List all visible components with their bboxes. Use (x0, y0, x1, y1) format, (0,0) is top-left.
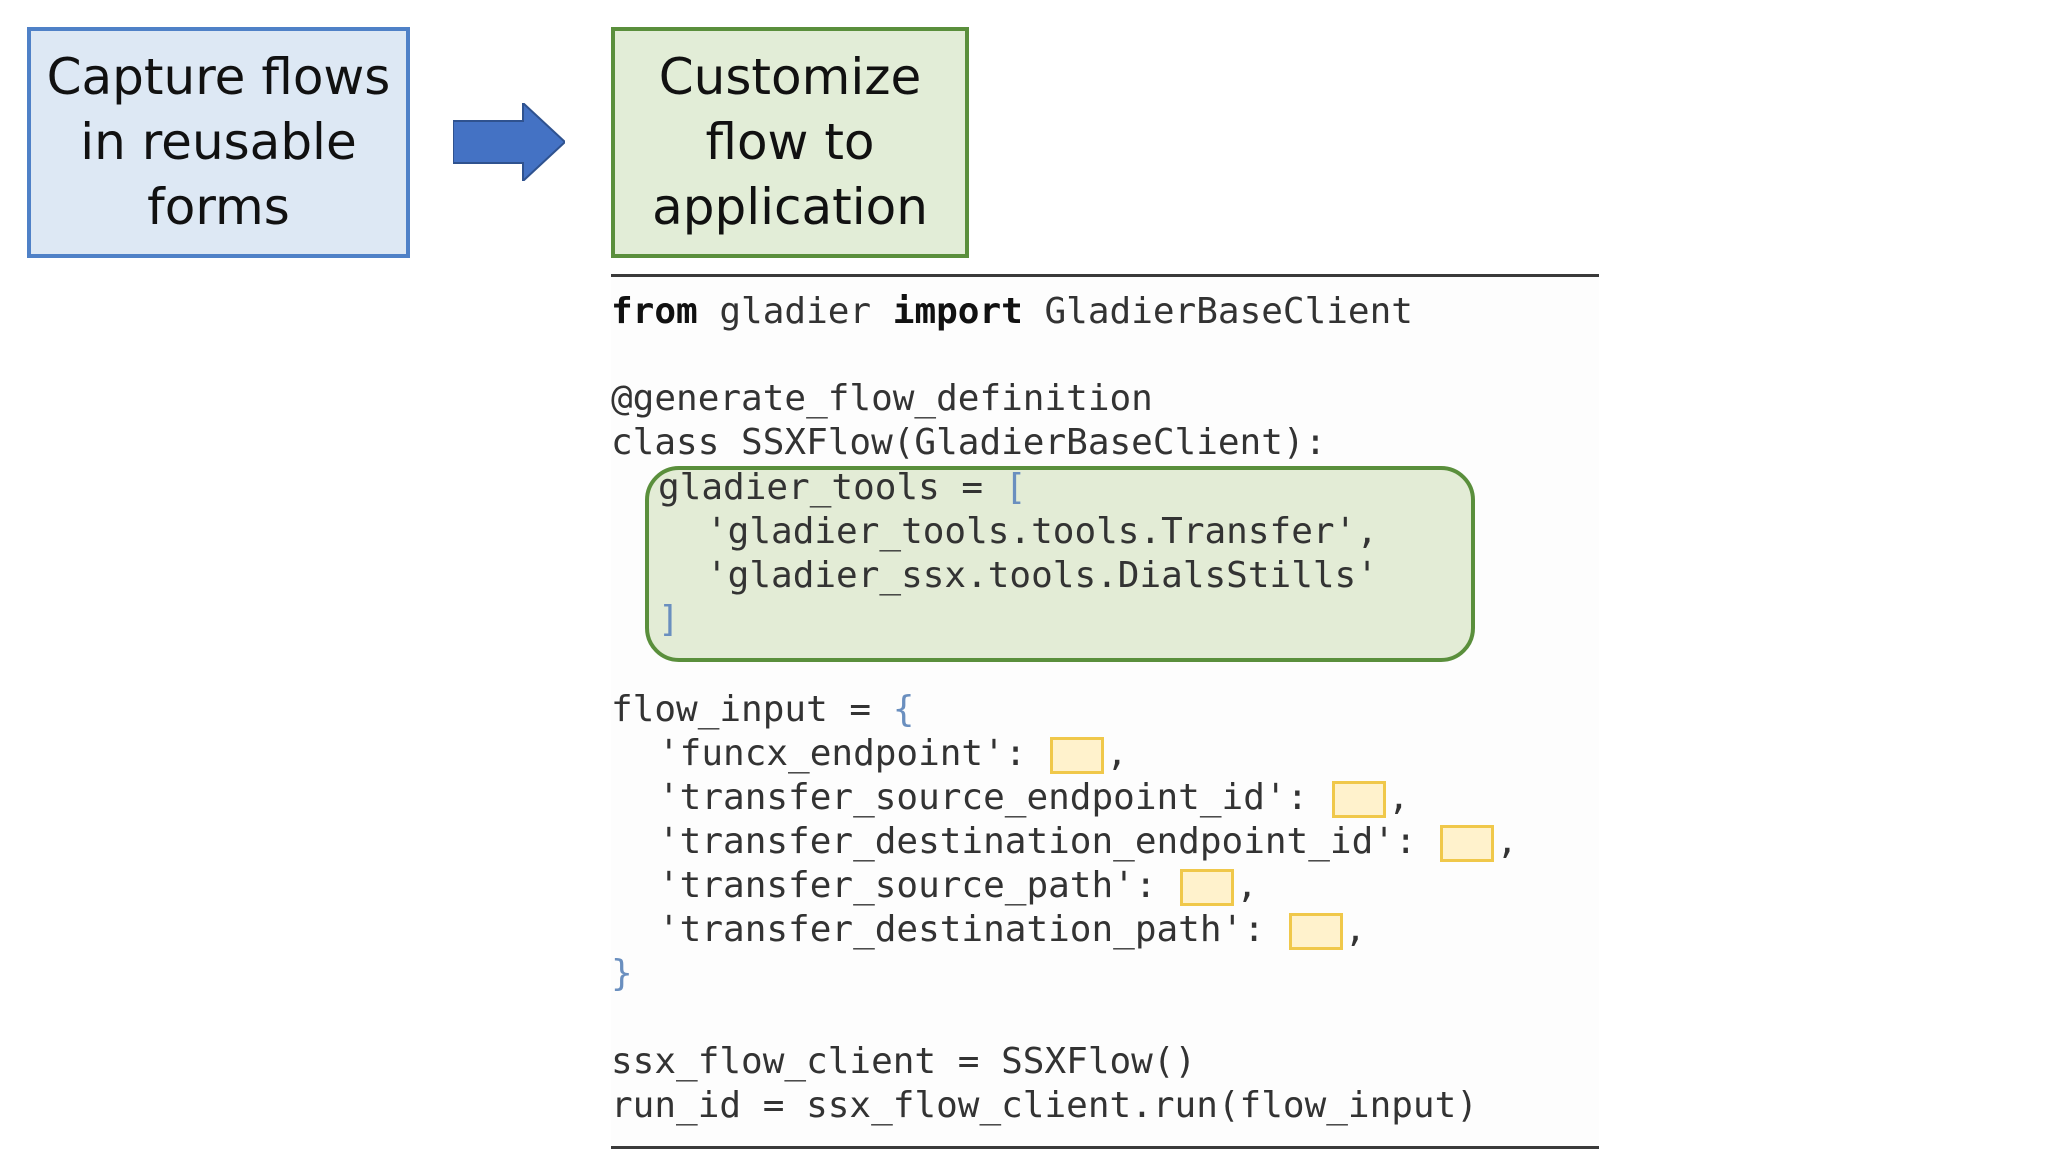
code-line-tool-transfer: 'gladier_tools.tools.Transfer', (706, 511, 1378, 552)
placeholder-funcx-endpoint[interactable] (1050, 737, 1105, 774)
code-line-run: run_id = ssx_flow_client.run(flow_input) (611, 1085, 1478, 1126)
code-line-decorator: @generate_flow_definition (611, 378, 1153, 419)
code-line-source-path: 'transfer_source_path': , (658, 865, 1258, 906)
placeholder-source-path[interactable] (1180, 869, 1235, 906)
code-line-import: from gladier import GladierBaseClient (611, 291, 1413, 332)
code-line-destination-path: 'transfer_destination_path': , (658, 909, 1367, 950)
placeholder-destination-endpoint[interactable] (1440, 825, 1495, 862)
code-line-flow-input: flow_input = { (611, 689, 915, 730)
code-line-funcx-endpoint: 'funcx_endpoint': , (658, 733, 1128, 774)
right-arrow-icon (453, 103, 565, 181)
code-line-destination-endpoint: 'transfer_destination_endpoint_id': , (658, 821, 1518, 862)
code-line-class: class SSXFlow(GladierBaseClient): (611, 422, 1327, 463)
code-line-tools-open: gladier_tools = [ (658, 467, 1027, 508)
placeholder-destination-path[interactable] (1288, 913, 1343, 950)
placeholder-source-endpoint[interactable] (1331, 781, 1386, 818)
gladier-tools-highlight (645, 466, 1475, 662)
code-line-tools-close: ] (658, 599, 680, 640)
code-bottom-rule (611, 1146, 1599, 1149)
code-panel (611, 277, 1599, 1149)
code-line-source-endpoint: 'transfer_source_endpoint_id': , (658, 777, 1410, 818)
customize-flow-box: Customize flow to application (611, 27, 969, 258)
capture-flows-box: Capture flows in reusable forms (27, 27, 410, 258)
code-line-tool-dials: 'gladier_ssx.tools.DialsStills' (706, 555, 1378, 596)
code-line-client: ssx_flow_client = SSXFlow() (611, 1041, 1197, 1082)
code-line-flow-input-close: } (611, 953, 633, 994)
code-top-rule (611, 274, 1599, 277)
